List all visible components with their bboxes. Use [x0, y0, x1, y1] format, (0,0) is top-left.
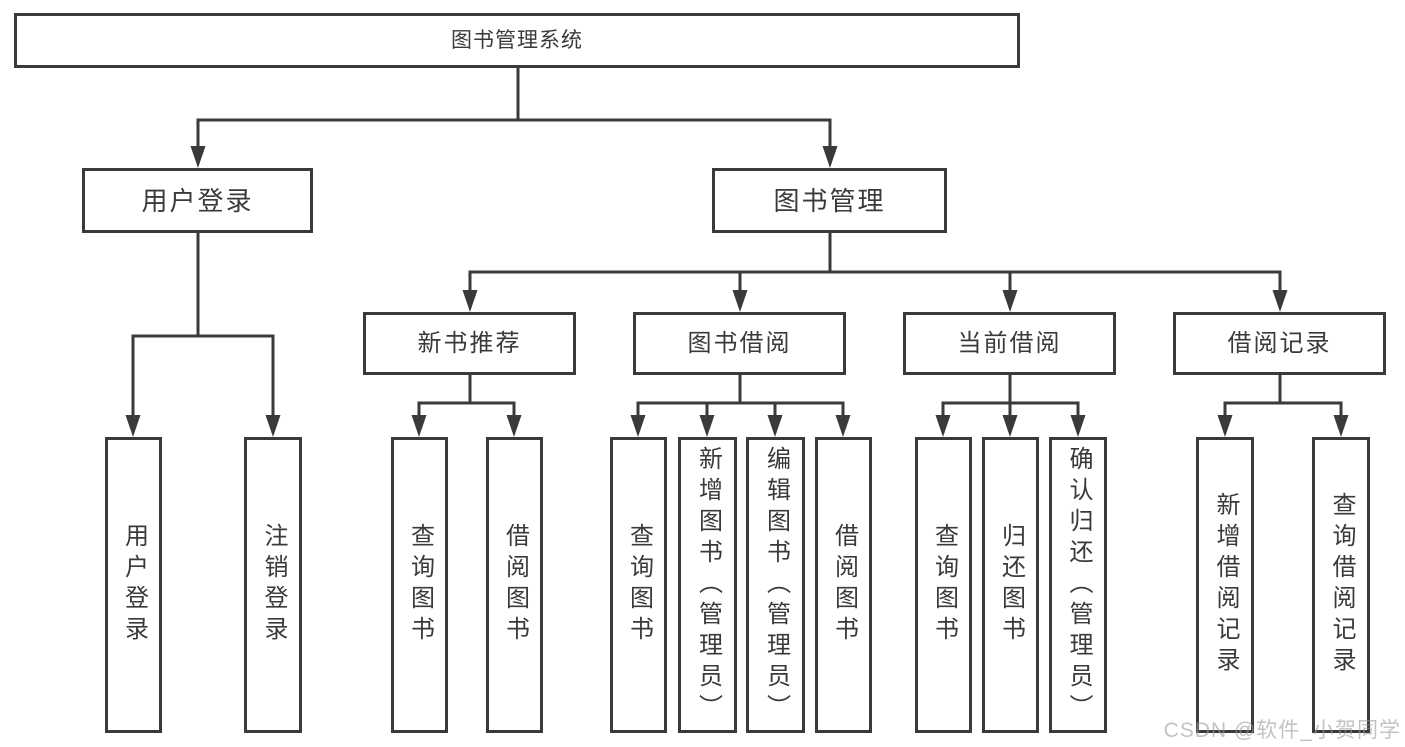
leaf-borrow-books: 借阅图书 — [815, 437, 872, 733]
leaf-add-borrow-record-label: 新增借阅记录 — [1212, 492, 1239, 678]
node-book-borrowing: 图书借阅 — [633, 312, 846, 375]
node-borrowing-records-label: 借阅记录 — [1227, 329, 1332, 357]
leaf-user-login: 用户登录 — [105, 437, 162, 733]
node-library-system-label: 图书管理系统 — [451, 29, 583, 52]
leaf-edit-book-admin-label: 编辑图书（管理员） — [762, 445, 790, 725]
leaf-borrow-books-label: 借阅图书 — [830, 523, 858, 647]
leaf-query-books-borrow: 查询图书 — [610, 437, 667, 733]
leaf-return-books-label: 归还图书 — [997, 523, 1025, 647]
leaf-logout-label: 注销登录 — [260, 523, 287, 647]
leaf-return-books: 归还图书 — [982, 437, 1039, 733]
leaf-query-books-recommend: 查询图书 — [391, 437, 448, 733]
watermark: CSDN @软件_小贺同学 — [1163, 719, 1401, 742]
leaf-query-books-recommend-label: 查询图书 — [406, 523, 434, 647]
leaf-confirm-return-admin-label: 确认归还（管理员） — [1065, 445, 1092, 725]
node-book-management-label: 图书管理 — [773, 185, 886, 216]
node-current-borrowing: 当前借阅 — [903, 312, 1116, 375]
leaf-query-borrow-record: 查询借阅记录 — [1312, 437, 1370, 733]
leaf-user-login-label: 用户登录 — [120, 523, 148, 647]
leaf-query-borrow-record-label: 查询借阅记录 — [1328, 492, 1355, 678]
node-user-login-label: 用户登录 — [141, 185, 254, 216]
node-borrowing-records: 借阅记录 — [1173, 312, 1386, 375]
leaf-query-books-current-label: 查询图书 — [930, 523, 958, 647]
leaf-logout: 注销登录 — [244, 437, 302, 733]
node-new-book-recommend-label: 新书推荐 — [417, 329, 522, 357]
node-user-login: 用户登录 — [82, 168, 313, 233]
leaf-query-books-borrow-label: 查询图书 — [625, 523, 653, 647]
node-book-management: 图书管理 — [712, 168, 947, 233]
leaf-borrow-books-recommend: 借阅图书 — [486, 437, 543, 733]
leaf-query-books-current: 查询图书 — [915, 437, 972, 733]
leaf-confirm-return-admin: 确认归还（管理员） — [1049, 437, 1107, 733]
leaf-add-book-admin: 新增图书（管理员） — [678, 437, 737, 733]
leaf-add-book-admin-label: 新增图书（管理员） — [694, 445, 722, 725]
node-current-borrowing-label: 当前借阅 — [957, 329, 1062, 357]
node-new-book-recommend: 新书推荐 — [363, 312, 576, 375]
leaf-borrow-books-recommend-label: 借阅图书 — [501, 523, 529, 647]
leaf-add-borrow-record: 新增借阅记录 — [1196, 437, 1254, 733]
node-book-borrowing-label: 图书借阅 — [687, 329, 792, 357]
leaf-edit-book-admin: 编辑图书（管理员） — [746, 437, 805, 733]
node-library-system: 图书管理系统 — [14, 13, 1020, 68]
